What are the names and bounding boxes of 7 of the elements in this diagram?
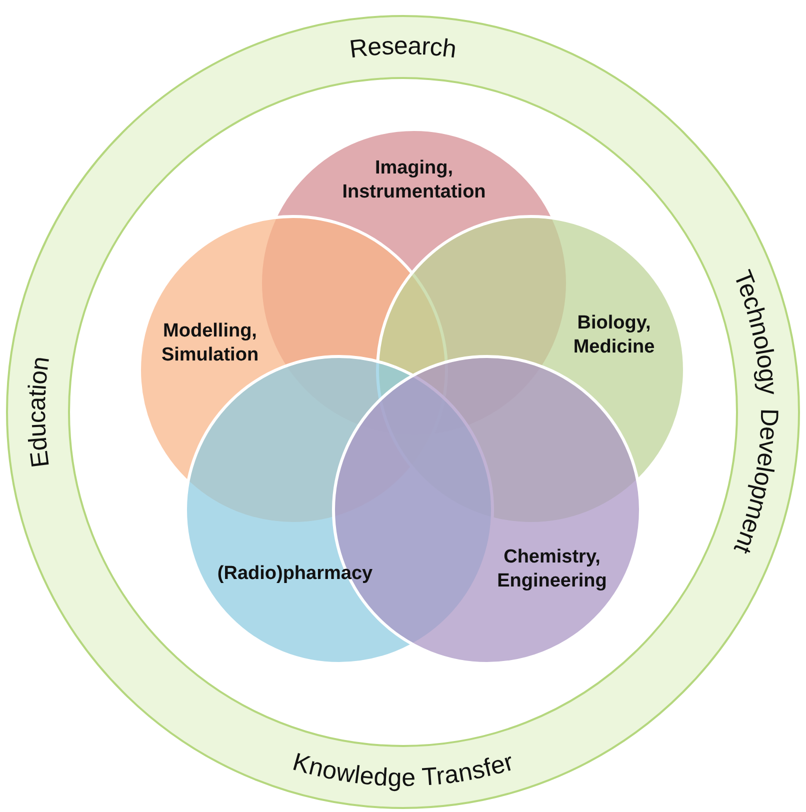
circle-label: Biology, Medicine (572, 311, 656, 359)
circle-label: Imaging, Instrumentation (341, 156, 487, 204)
ring-label: Research (348, 32, 458, 64)
circle-label: Modelling, Simulation (160, 319, 260, 367)
ring-label: Knowledge Transfer (290, 748, 517, 792)
circle-label: (Radio)pharmacy (216, 562, 374, 586)
circle-label: Chemistry, Engineering (496, 545, 608, 593)
